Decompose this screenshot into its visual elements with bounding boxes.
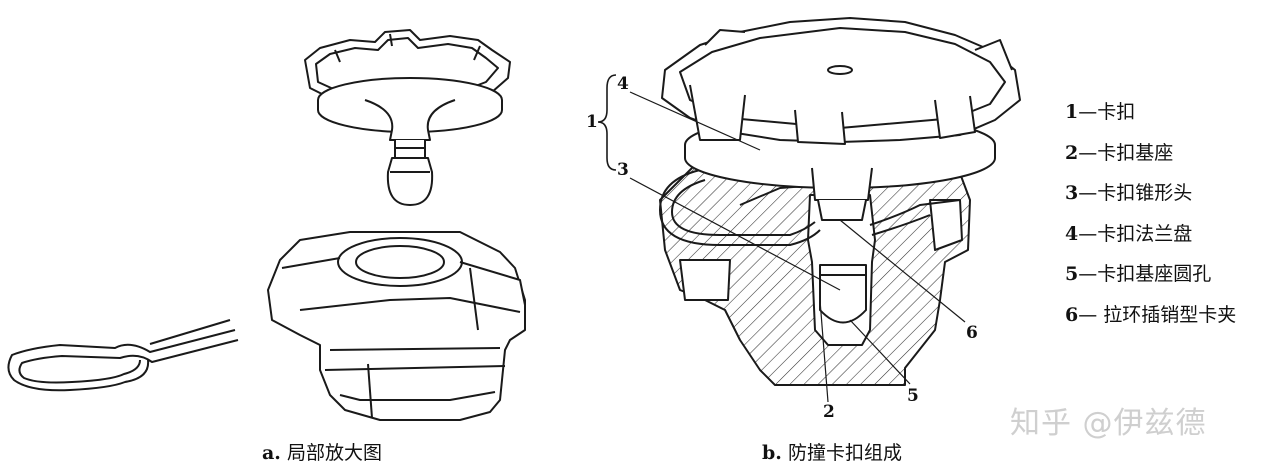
- exploded-pin-clip: [7, 319, 239, 392]
- leader-lines: [629, 91, 966, 403]
- assembly-pin-clip: [659, 169, 961, 246]
- legend-item: 6— 拉环插销型卡夹: [1065, 303, 1237, 326]
- callout-1: 1: [586, 112, 598, 132]
- legend-item: 4—卡扣法兰盘: [1065, 222, 1193, 245]
- callout-3: 3: [617, 160, 629, 180]
- legend-item: 1—卡扣: [1065, 101, 1136, 123]
- watermark: 知乎 @伊兹德: [1010, 406, 1207, 441]
- brace-part-1: [597, 74, 617, 171]
- callout-2: 2: [823, 402, 835, 422]
- legend-item: 2—卡扣基座: [1065, 141, 1174, 164]
- caption-a: a. 局部放大图: [262, 442, 382, 464]
- legend-item: 3—卡扣锥形头: [1065, 182, 1193, 204]
- caption-b: b. 防撞卡扣组成: [762, 442, 902, 464]
- callout-4: 4: [617, 74, 629, 94]
- exploded-base: [267, 231, 526, 421]
- exploded-clip-cap: [304, 29, 511, 206]
- assembly-clip-cap: [661, 17, 1021, 221]
- legend-item: 5—卡扣基座圆孔: [1065, 263, 1212, 285]
- callout-6: 6: [966, 323, 978, 343]
- parts-legend: 1—卡扣 2—卡扣基座 3—卡扣锥形头 4—卡扣法兰盘 5—卡扣基座圆孔 6— …: [1065, 92, 1236, 335]
- callout-5: 5: [907, 386, 919, 406]
